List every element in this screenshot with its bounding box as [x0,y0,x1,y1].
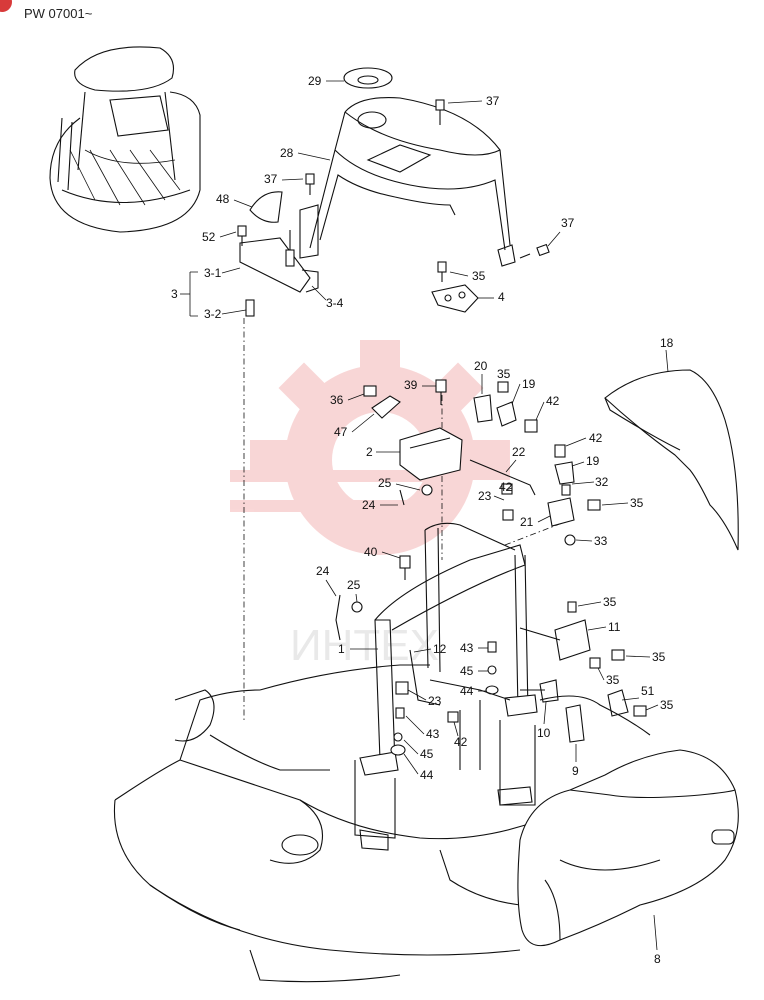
callout-label: 43 [426,727,440,741]
callout-label: 19 [586,454,600,468]
panel-48 [249,191,283,223]
callout-label: 11 [608,620,621,634]
roof-bolts [305,99,550,282]
callout-label: 44 [420,768,434,782]
callout-label: 37 [486,94,500,108]
callout-label: 45 [420,747,434,761]
callout-label: 39 [404,378,418,392]
callout-label: 43 [460,641,474,655]
callout-label: 24 [316,564,330,578]
callout-label: 47 [334,425,348,439]
callout-label: 35 [630,496,644,510]
callout-label: 18 [660,336,674,350]
callout-label: 24 [362,498,376,512]
callout-label: 42 [546,394,560,408]
callout-label: 37 [264,172,278,186]
callout-label: 29 [308,74,322,88]
canopy-roof [299,67,516,267]
callout-label: 23 [428,694,442,708]
callout-label: 25 [347,578,361,592]
callout-label: 42 [589,431,603,445]
callout-label: 35 [660,698,674,712]
callout-label: 37 [561,216,575,230]
callout-label: 52 [202,230,216,244]
callout-label: 3-4 [326,296,344,310]
callout-label: 35 [603,595,617,609]
callout-label: 35 [652,650,666,664]
callout-label: 51 [641,684,655,698]
upper-hardware [363,379,601,546]
callout-label: 25 [378,476,392,490]
callout-label: 8 [654,952,661,966]
callout-label: 10 [537,726,551,740]
machine-thumbnail [49,46,201,233]
side-cover-18 [604,369,739,551]
callout-label: 3 [171,287,178,301]
callout-label: 4 [498,290,505,304]
callout-label: 19 [522,377,536,391]
bracket-4 [431,284,479,313]
callout-label: 45 [460,664,474,678]
counterweight-8 [517,749,739,947]
callout-label: 40 [364,545,378,559]
callout-label: 42 [454,735,468,749]
callout-label: 2 [366,445,373,459]
callout-label: 48 [216,192,230,206]
callout-label: 42 [499,480,513,494]
callout-label: 21 [520,515,534,529]
rollbar-frame [335,522,538,776]
callout-label: 3-2 [204,307,222,321]
callout-label: 20 [474,359,488,373]
page-badge [0,0,12,12]
callout-label: 3-1 [204,266,222,280]
callout-label: 28 [280,146,294,160]
callout-label: 35 [472,269,486,283]
callout-label: 35 [606,673,620,687]
callout-label: 33 [594,534,608,548]
callout-label: 44 [460,684,474,698]
callout-label: 32 [595,475,609,489]
callout-label: 12 [433,642,447,656]
plate-assembly-3 [189,225,319,317]
callout-layer: 29 37 28 37 48 52 37 35 4 3-1 3 3-2 3-4 [171,74,674,966]
callout-label: 1 [338,642,345,656]
upper-structure-base [113,664,651,983]
center-hardware [390,641,499,756]
callout-label: 35 [497,367,511,381]
right-brackets [519,601,647,743]
callout-label: 36 [330,393,344,407]
watermark-text: ИНТЕХ [290,621,439,670]
callout-label: 23 [478,489,492,503]
callout-label: 22 [512,445,526,459]
serial-range: PW 07001~ [24,6,93,21]
callout-label: 9 [572,764,579,778]
